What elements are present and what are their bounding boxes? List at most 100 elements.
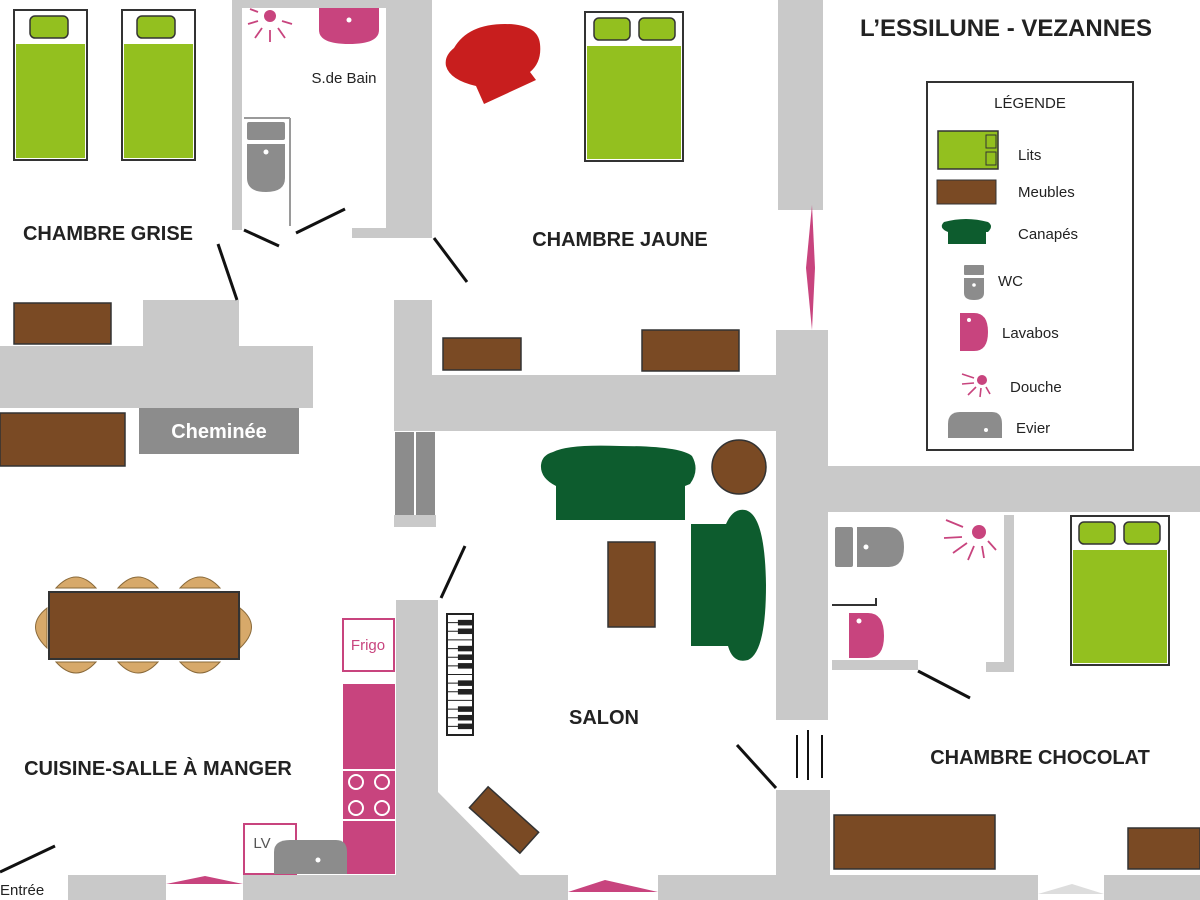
- window-marker: [166, 876, 243, 884]
- bed-pillow: [638, 17, 676, 41]
- wall: [394, 515, 436, 527]
- legend-furniture-icon: [936, 179, 997, 205]
- piano-black-key: [457, 619, 473, 626]
- chair: [35, 606, 48, 650]
- washbasin-icon: [319, 8, 379, 44]
- furniture: [833, 814, 996, 870]
- chair: [116, 661, 160, 674]
- legend-shower-ray: [967, 386, 977, 396]
- wall: [68, 875, 166, 900]
- legend-bed-icon: [937, 130, 999, 170]
- piano-black-key: [457, 714, 473, 721]
- red-armchair: [445, 24, 541, 104]
- legend-bed-pillow: [985, 134, 997, 149]
- legend-shower-ray: [985, 386, 991, 395]
- wall: [832, 660, 918, 670]
- wall: [243, 875, 568, 900]
- legend-shower-icon: [961, 373, 991, 398]
- washbasin-drain: [856, 618, 862, 624]
- cabinet: [395, 432, 435, 515]
- shower-icon: [247, 8, 293, 42]
- wall: [658, 875, 1038, 900]
- washbasin-icon: [849, 613, 884, 658]
- chair: [116, 576, 160, 589]
- bed: [121, 9, 196, 161]
- legend-shower-head: [977, 375, 987, 385]
- sofa: [540, 445, 696, 520]
- wall: [352, 228, 396, 238]
- shower-ray: [247, 20, 259, 25]
- wc-bowl: [247, 144, 285, 192]
- bed: [1070, 515, 1170, 666]
- legend-wc-hole: [972, 283, 976, 287]
- piano-black-key: [457, 663, 473, 669]
- chair: [239, 606, 252, 650]
- bed-pillow: [136, 15, 176, 39]
- wall: [436, 790, 520, 875]
- window-marker: [806, 205, 815, 330]
- entrance-label: Entrée: [0, 882, 44, 899]
- legend-label-douche: Douche: [1010, 379, 1062, 396]
- sofa: [691, 509, 766, 661]
- bed-pillow: [1078, 521, 1116, 545]
- legend-shower-ray: [979, 387, 982, 398]
- shower-head: [264, 10, 276, 22]
- room-label-salon: SALON: [569, 707, 639, 729]
- wc-hole: [863, 544, 869, 550]
- legend-label-canapes: Canapés: [1018, 226, 1078, 243]
- legend: LÉGENDE Lits Meubles Canapés WC Lavabos: [926, 81, 1134, 451]
- piano-black-key: [457, 645, 473, 652]
- wc-icon: [247, 122, 285, 192]
- wall: [394, 375, 828, 431]
- shower-ray: [277, 27, 286, 39]
- sink-icon: [274, 840, 347, 874]
- wall: [986, 662, 1014, 672]
- doors: [0, 207, 971, 874]
- chair: [178, 576, 222, 589]
- piano-black-key: [457, 654, 473, 660]
- double-door: [796, 730, 823, 780]
- furniture: [1127, 827, 1200, 870]
- stove-icon: [348, 774, 390, 816]
- shower-ray: [249, 8, 259, 13]
- legend-sofa-icon: [941, 219, 991, 244]
- wall: [828, 466, 1200, 512]
- door-swing: [917, 669, 971, 700]
- piano-black-key: [457, 689, 473, 695]
- room-label-chambre-chocolat: CHAMBRE CHOCOLAT: [930, 747, 1150, 769]
- room-label-chambre-grise: CHAMBRE GRISE: [23, 223, 193, 245]
- bed-mattress: [1073, 550, 1167, 663]
- furniture: [641, 329, 740, 372]
- wall: [394, 0, 432, 238]
- shower-ray: [943, 536, 963, 539]
- shower-ray: [281, 20, 293, 25]
- room-label-chambre-jaune: CHAMBRE JAUNE: [532, 229, 708, 251]
- wall: [143, 300, 239, 350]
- furniture: [0, 412, 126, 467]
- legend-shower-ray: [961, 382, 975, 385]
- piano-black-key: [457, 723, 473, 730]
- legend-wc-icon: [964, 265, 984, 300]
- shower-ray: [952, 542, 968, 554]
- dining-table: [48, 591, 240, 660]
- legend-wc-tank: [964, 265, 984, 275]
- legend-washbasin-drain: [967, 318, 971, 322]
- bed: [13, 9, 88, 161]
- coffee-table: [607, 541, 656, 628]
- room-label-salle-de-bain: S.de Bain: [311, 70, 376, 87]
- legend-label-lits: Lits: [1018, 147, 1041, 164]
- fireplace: [139, 408, 299, 454]
- piano-black-key: [457, 628, 473, 635]
- legend-label-lavabos: Lavabos: [1002, 325, 1059, 342]
- legend-sink-icon: [948, 412, 1002, 438]
- legend-title: LÉGENDE: [994, 95, 1066, 112]
- door-swing: [439, 545, 467, 599]
- room-label-cuisine: CUISINE-SALLE À MANGER: [24, 757, 292, 780]
- door-swing: [0, 844, 56, 874]
- chair: [54, 661, 98, 674]
- dining-chairs: [35, 576, 252, 674]
- fireplace-label: Cheminée: [171, 421, 267, 443]
- chair: [54, 576, 98, 589]
- door-swing: [243, 228, 280, 248]
- stove-burner: [374, 800, 390, 816]
